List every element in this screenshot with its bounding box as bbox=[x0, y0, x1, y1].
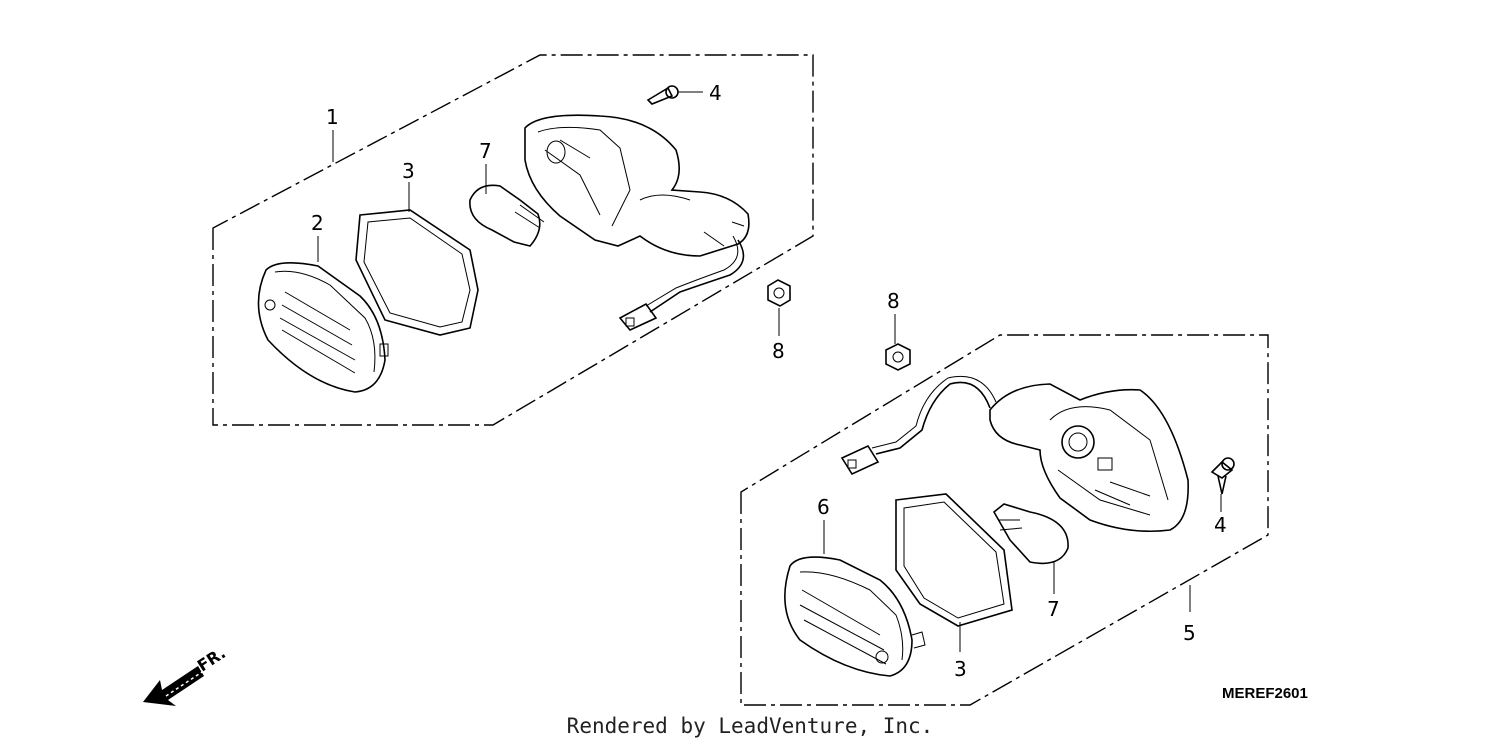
front-lens-right bbox=[784, 520, 926, 677]
wire-harness-left bbox=[618, 235, 745, 331]
reference-code: MEREF2601 bbox=[1222, 685, 1308, 702]
callout-3-upper: 3 bbox=[402, 159, 415, 183]
callout-8-lower: 8 bbox=[887, 289, 900, 313]
callout-5: 5 bbox=[1183, 621, 1196, 645]
front-direction-arrow-icon bbox=[143, 666, 204, 706]
callout-4-upper: 4 bbox=[709, 81, 722, 105]
gasket-right bbox=[895, 493, 1013, 652]
callout-6: 6 bbox=[817, 495, 830, 519]
callout-1: 1 bbox=[326, 105, 339, 129]
callout-2: 2 bbox=[311, 211, 324, 235]
callout-7-lower: 7 bbox=[1047, 597, 1060, 621]
front-lens-left bbox=[257, 236, 389, 393]
nut-lower bbox=[885, 314, 911, 371]
screw-lower bbox=[1210, 457, 1235, 512]
assembly-group-5 bbox=[740, 334, 1269, 706]
callout-8-upper: 8 bbox=[772, 339, 785, 363]
bulb-right bbox=[992, 503, 1069, 594]
wire-harness-right bbox=[840, 375, 997, 476]
assembly-group-1 bbox=[212, 54, 814, 426]
callout-3-lower: 3 bbox=[954, 657, 967, 681]
render-credit: Rendered by LeadVenture, Inc. bbox=[566, 714, 934, 738]
nut-upper bbox=[767, 279, 791, 336]
gasket-left bbox=[355, 182, 479, 336]
bulb-left bbox=[469, 164, 545, 247]
turn-signal-housing-right bbox=[989, 383, 1189, 533]
screw-upper bbox=[646, 85, 703, 105]
callout-7-upper: 7 bbox=[479, 139, 492, 163]
callout-4-lower: 4 bbox=[1214, 513, 1227, 537]
turn-signal-housing-left bbox=[524, 114, 750, 257]
